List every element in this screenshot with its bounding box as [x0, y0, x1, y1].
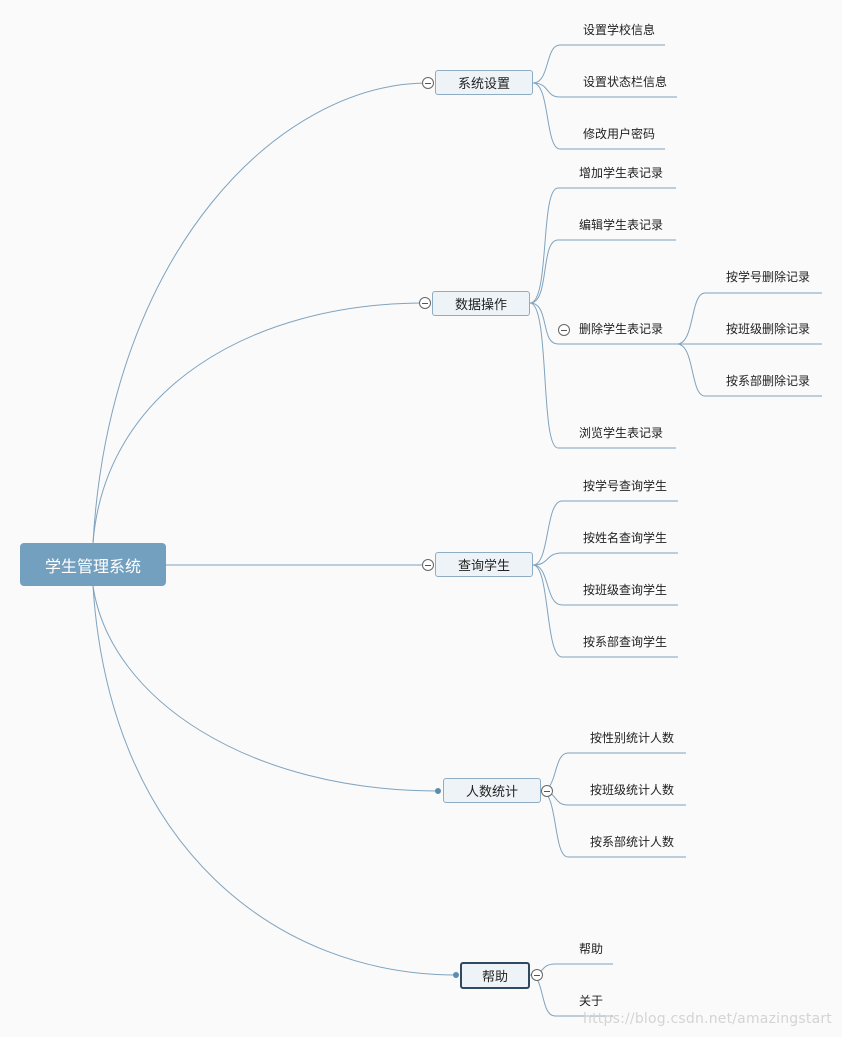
leaf-query-by-department[interactable]: 按系部查询学生	[583, 635, 668, 649]
leaf-query-by-class[interactable]: 按班级查询学生	[583, 583, 668, 597]
connector-root-help	[92, 585, 457, 976]
leaf-change-password[interactable]: 修改用户密码	[583, 127, 656, 141]
branch-data-ops[interactable]: 数据操作	[432, 291, 530, 316]
leaf-delete-record[interactable]: 删除学生表记录	[579, 322, 664, 336]
leaf-query-by-id[interactable]: 按学号查询学生	[583, 479, 668, 493]
connector-root-data-ops	[92, 302, 426, 544]
leaf-edit-record[interactable]: 编辑学生表记录	[579, 218, 664, 232]
watermark: https://blog.csdn.net/amazingstart	[583, 1011, 832, 1027]
leaf-set-statusbar-info[interactable]: 设置状态栏信息	[583, 75, 668, 89]
branch-system-settings[interactable]: 系统设置	[435, 70, 533, 95]
leaf-stats-by-class[interactable]: 按班级统计人数	[590, 783, 675, 797]
root-node[interactable]: 学生管理系统	[20, 543, 166, 586]
collapse-icon-data-ops[interactable]	[419, 297, 431, 309]
leaf-delete-by-department[interactable]: 按系部删除记录	[726, 374, 811, 388]
collapse-icon-delete-record[interactable]	[558, 324, 570, 336]
leaf-add-record[interactable]: 增加学生表记录	[579, 166, 664, 180]
collapse-icon-query[interactable]	[422, 559, 434, 571]
connector-dot-help	[453, 972, 459, 978]
collapse-icon-system-settings[interactable]	[422, 77, 434, 89]
collapse-icon-help[interactable]	[531, 969, 543, 981]
leaf-delete-by-class[interactable]: 按班级删除记录	[726, 322, 811, 336]
leaf-query-by-name[interactable]: 按姓名查询学生	[583, 531, 668, 545]
leaf-set-school-info[interactable]: 设置学校信息	[583, 23, 656, 37]
branch-help[interactable]: 帮助	[460, 962, 530, 989]
connector-root-stats	[92, 585, 439, 792]
leaf-stats-by-gender[interactable]: 按性别统计人数	[590, 731, 675, 745]
collapse-icon-statistics[interactable]	[541, 785, 553, 797]
connector-root-system-settings	[92, 82, 429, 544]
branch-query-students[interactable]: 查询学生	[435, 552, 533, 577]
connector-dot-stats	[435, 788, 441, 794]
leaf-browse-record[interactable]: 浏览学生表记录	[579, 426, 664, 440]
leaf-stats-by-department[interactable]: 按系部统计人数	[590, 835, 675, 849]
leaf-help[interactable]: 帮助	[579, 942, 604, 956]
leaf-about[interactable]: 关于	[579, 994, 604, 1008]
branch-statistics[interactable]: 人数统计	[443, 778, 541, 803]
leaf-delete-by-student-id[interactable]: 按学号删除记录	[726, 270, 811, 284]
